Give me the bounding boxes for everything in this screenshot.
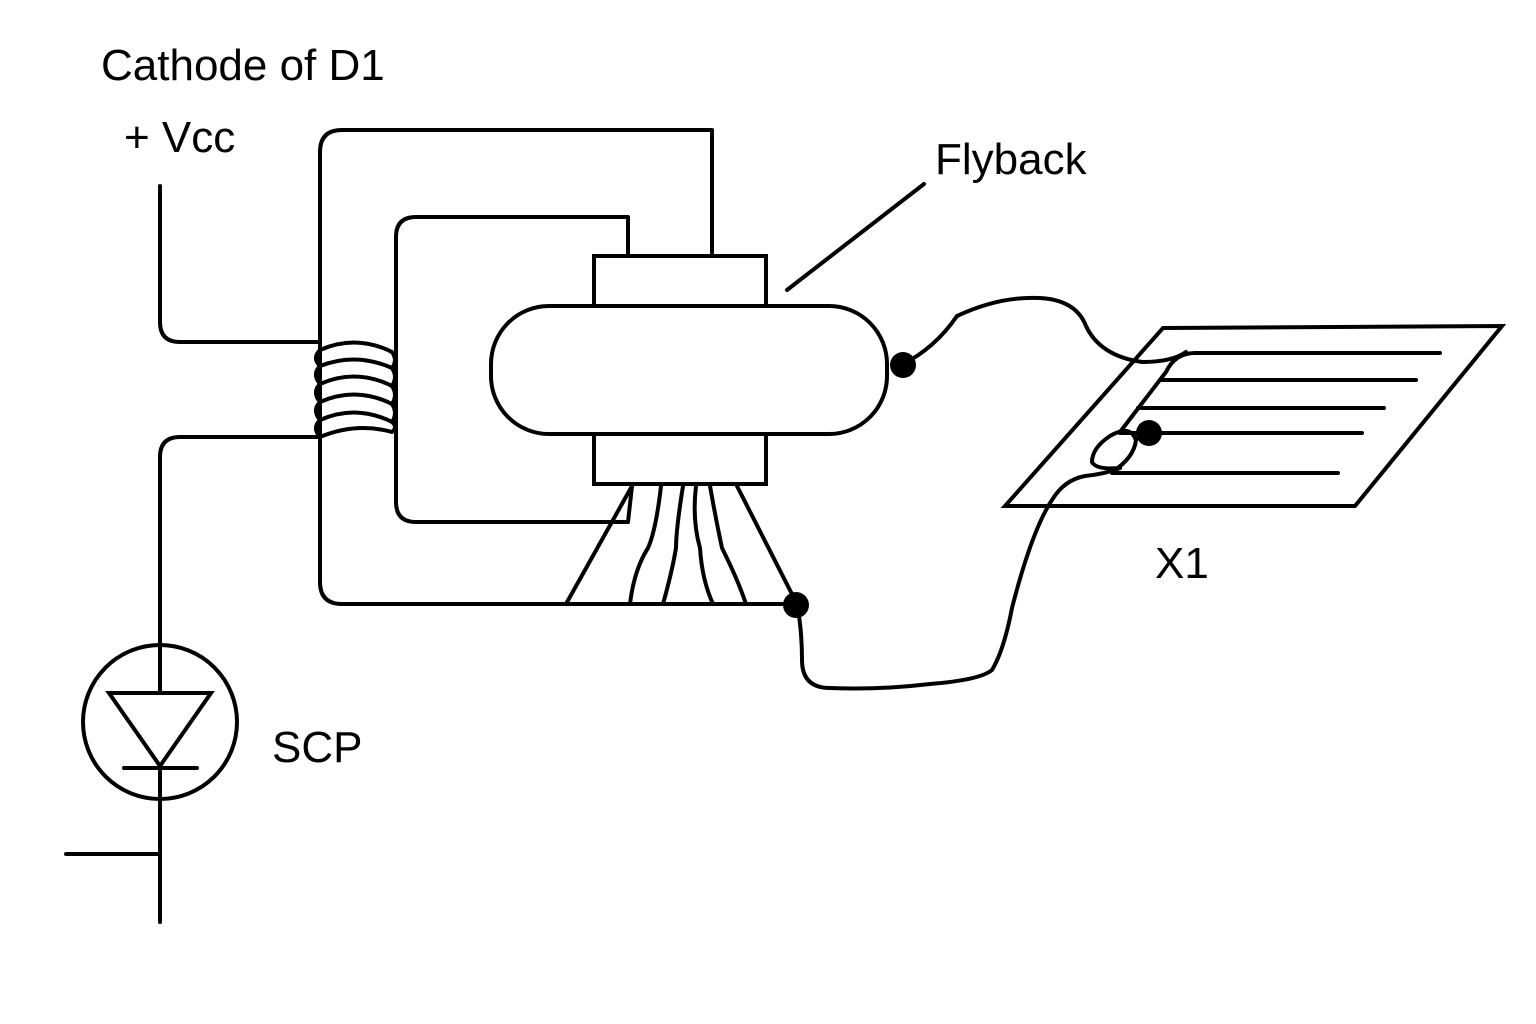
bundle-wire <box>628 484 663 606</box>
junction-dot-flyback-output <box>890 352 916 378</box>
flyback-leader-line <box>785 182 926 292</box>
scp-component <box>64 643 239 924</box>
x1-line <box>1118 351 1442 434</box>
bundle-wire <box>735 484 799 606</box>
flyback-body <box>489 304 889 436</box>
flyback-top-cap <box>592 254 768 310</box>
label-vcc: + Vcc <box>124 113 235 162</box>
junction-dot-x1 <box>1136 420 1162 446</box>
junction-dot-bus <box>783 592 809 618</box>
label-x1: X1 <box>1155 539 1209 588</box>
label-flyback: Flyback <box>935 135 1088 184</box>
flyback-bottom-cap <box>592 430 768 486</box>
coil-to-scp-wire <box>158 435 320 652</box>
x1-plate-outline <box>1000 323 1507 508</box>
flyback-wire-bundle <box>564 484 799 606</box>
label-scp: SCP <box>272 723 362 772</box>
diode-triangle-icon <box>105 691 215 770</box>
coil-turn <box>314 400 397 424</box>
coil-turn <box>318 340 394 354</box>
hv-output-wire <box>901 295 1188 366</box>
coil-turn <box>314 382 397 406</box>
label-cathode-of-d1: Cathode of D1 <box>101 41 385 90</box>
bundle-wire <box>708 484 748 606</box>
coil-turn <box>314 364 397 388</box>
coil-turn <box>314 418 397 439</box>
outer-loop-wire <box>318 128 799 606</box>
flyback-transformer <box>489 254 889 486</box>
coil-turn <box>314 348 397 370</box>
inner-loop-wire <box>394 215 634 524</box>
x1-loop <box>1090 428 1138 474</box>
bundle-wire <box>692 484 715 606</box>
vcc-wire <box>158 184 320 344</box>
return-wire <box>795 466 1122 691</box>
primary-coil <box>314 340 397 439</box>
bundle-wire <box>661 484 685 606</box>
bundle-wire <box>564 484 634 606</box>
